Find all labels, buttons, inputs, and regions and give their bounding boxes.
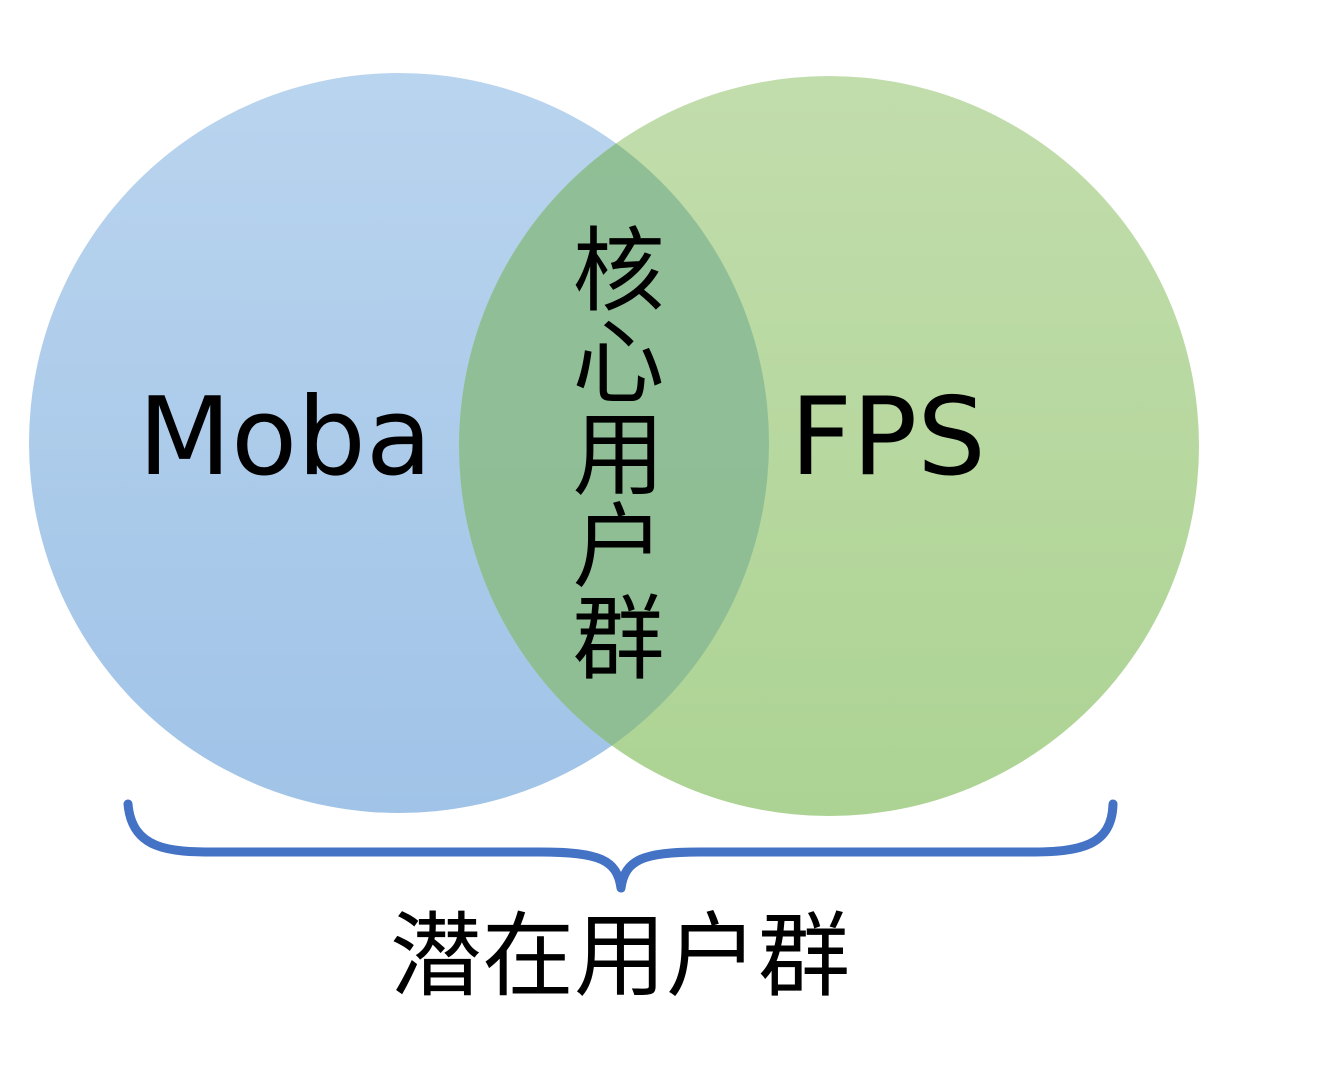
overlap-region: [459, 76, 769, 813]
moba-label: Moba: [138, 375, 432, 500]
brace: [123, 799, 1118, 893]
core-users-label: 核心用户群: [557, 222, 664, 682]
potential-users-label: 潜在用户群: [389, 903, 850, 1010]
fps-label: FPS: [790, 375, 986, 500]
